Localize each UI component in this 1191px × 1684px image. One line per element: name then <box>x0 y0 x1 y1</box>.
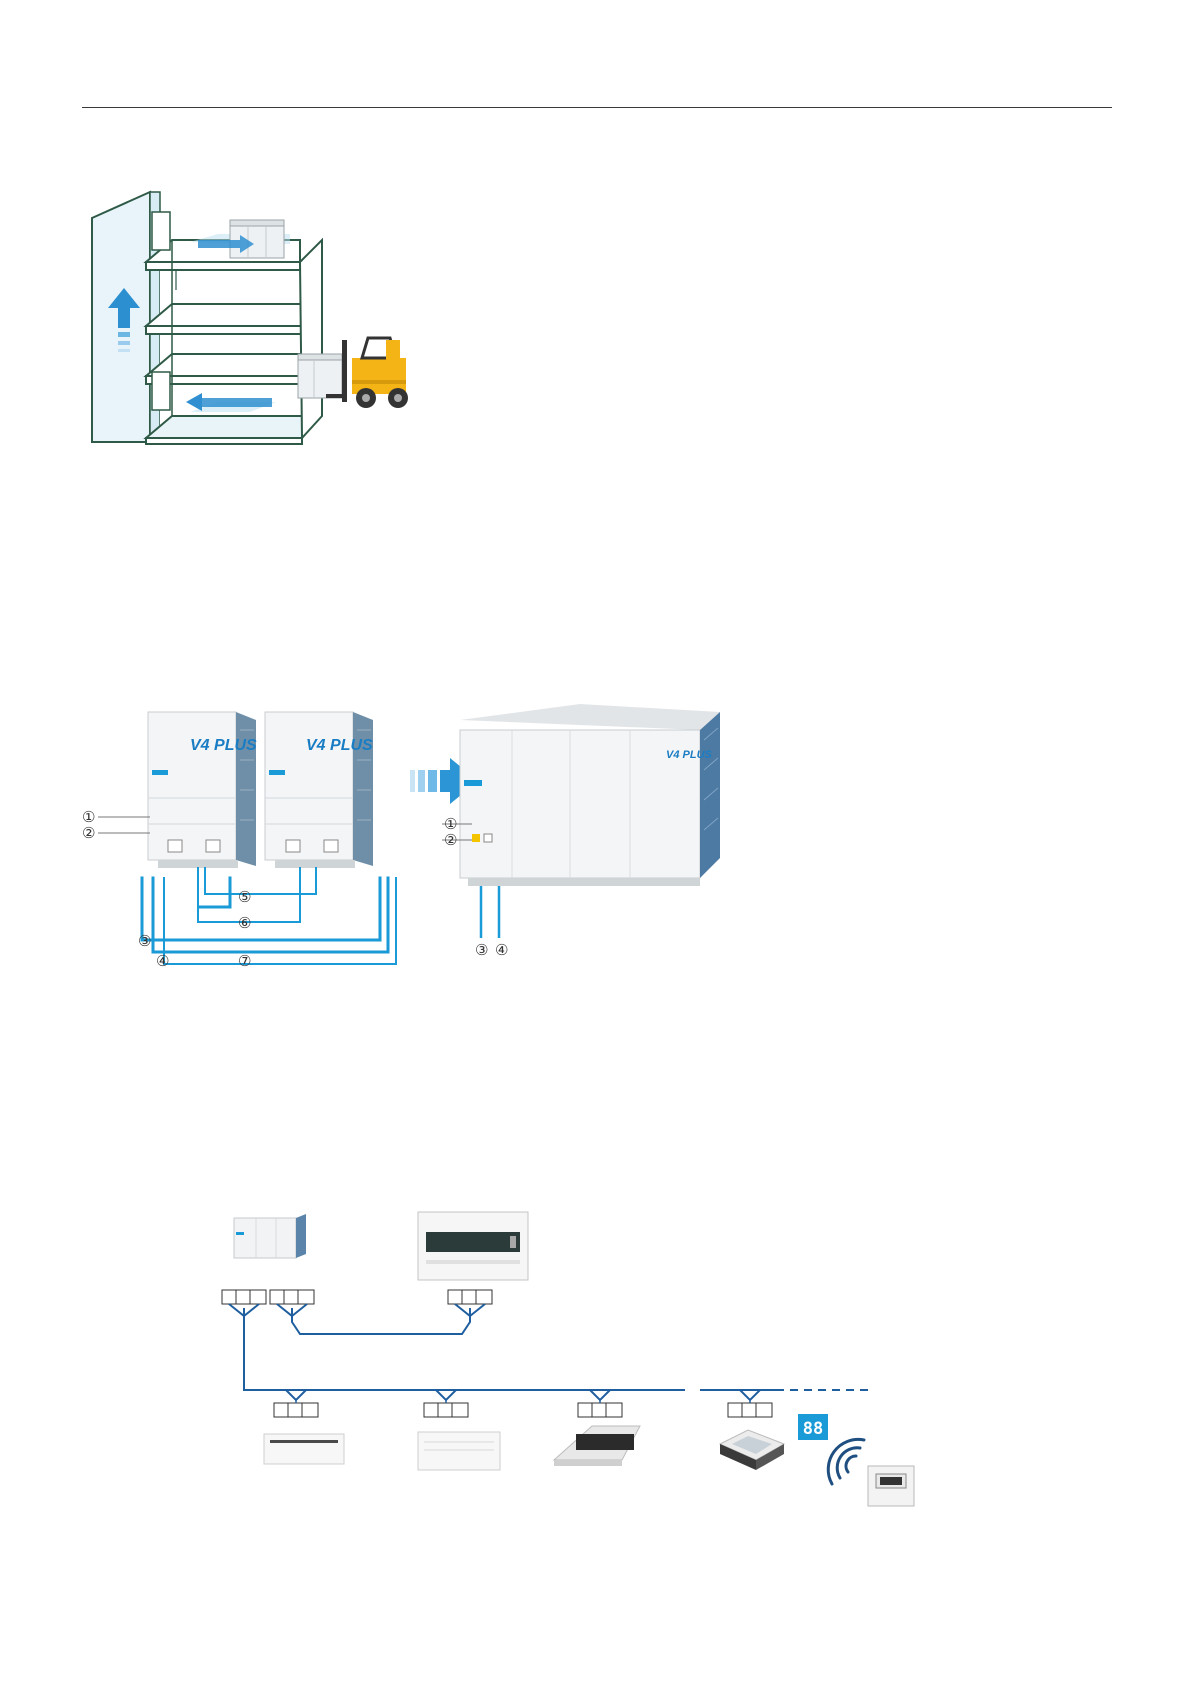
outdoor-module-b: V4 PLUS <box>265 712 373 868</box>
building-transport-diagram <box>90 190 460 460</box>
display-value: 88 <box>803 1419 823 1439</box>
wall-mounted-indoor-unit <box>264 1434 344 1464</box>
wired-controller-icon <box>868 1466 914 1506</box>
combined-unit-brand: V4 PLUS <box>666 749 713 761</box>
indoor-terminal-blocks <box>274 1390 772 1417</box>
module-combination-diagram: V4 PLUS V4 PLUS ① ② ③ <box>80 700 800 995</box>
control-network-diagram: 88 <box>220 1198 940 1523</box>
label-3-right: ③ <box>475 941 488 959</box>
label-7: ⑦ <box>238 952 251 970</box>
top-rule <box>82 107 1112 108</box>
module-a-brand: V4 PLUS <box>190 737 257 754</box>
pipe-connections <box>142 868 396 964</box>
four-way-cassette-unit <box>720 1430 784 1470</box>
label-4-left: ④ <box>156 952 169 970</box>
console-indoor-unit <box>418 1432 500 1470</box>
label-2-left: ② <box>82 824 95 842</box>
label-3-left: ③ <box>138 932 151 950</box>
terminal-blocks <box>222 1290 492 1304</box>
label-4-right: ④ <box>495 941 508 959</box>
digital-display-icon: 88 <box>798 1414 828 1440</box>
label-5: ⑤ <box>238 888 251 906</box>
outdoor-module-a: V4 PLUS <box>148 712 257 868</box>
outdoor-unit-thumbnail <box>234 1214 306 1258</box>
central-controller-panel <box>418 1212 528 1280</box>
wireless-signal-icon <box>828 1439 864 1484</box>
module-b-brand: V4 PLUS <box>306 737 373 754</box>
label-2-right: ② <box>444 831 457 849</box>
outdoor-unit-combined: V4 PLUS <box>460 704 720 886</box>
label-6: ⑥ <box>238 914 251 932</box>
one-way-cassette-unit <box>554 1426 640 1466</box>
